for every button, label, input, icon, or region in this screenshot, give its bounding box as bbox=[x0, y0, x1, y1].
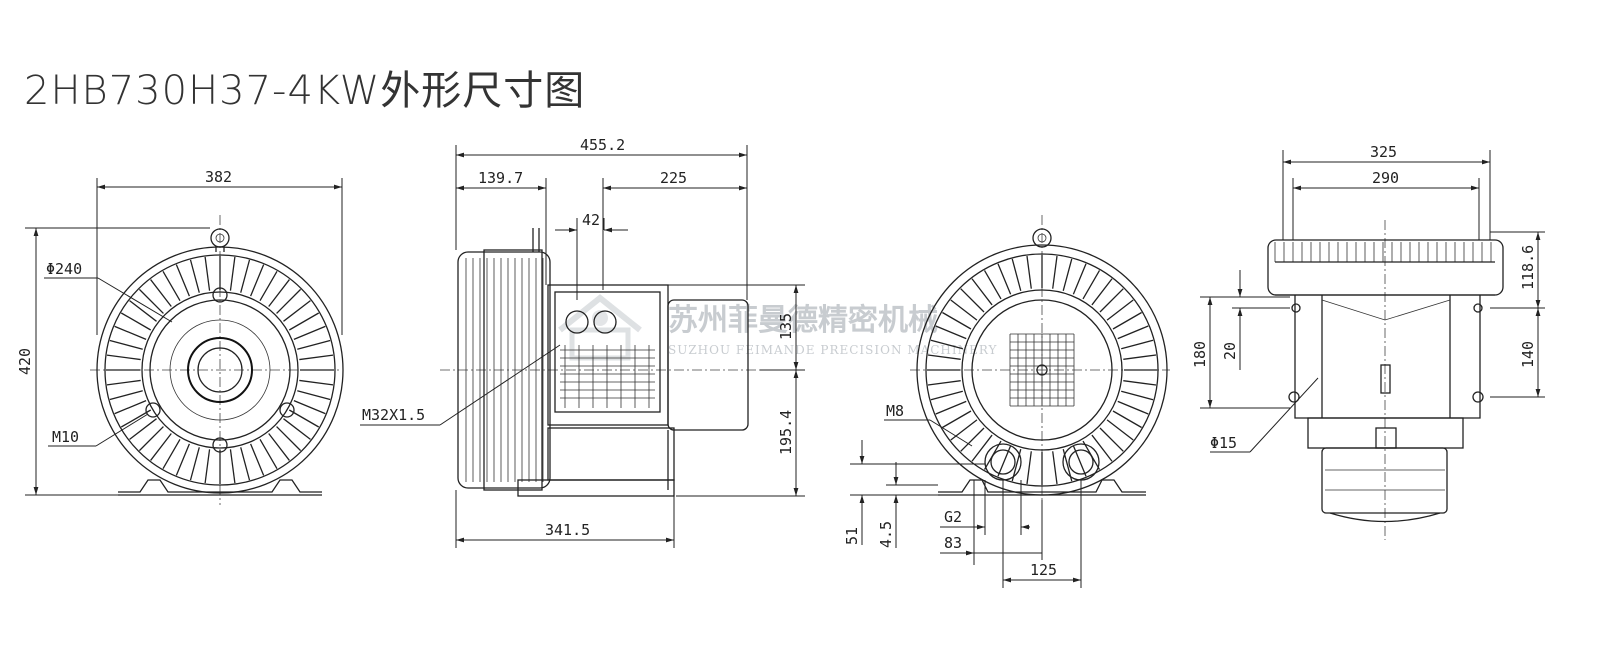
side-right-offset-label: 225 bbox=[660, 169, 687, 187]
front-bolt-label: M10 bbox=[52, 428, 79, 446]
side-overall-length-label: 455.2 bbox=[580, 136, 625, 154]
side-view: 455.2 139.7 225 42 135 195.4 341.5 M32X1… bbox=[360, 136, 805, 548]
rear-foot-offset-label: 4.5 bbox=[877, 521, 895, 548]
front-height-label: 420 bbox=[16, 348, 34, 375]
side-fins bbox=[465, 258, 544, 482]
side-gap-label: 42 bbox=[582, 211, 600, 229]
side-lower-height-label: 195.4 bbox=[777, 410, 795, 455]
top-overall-width-label: 325 bbox=[1370, 143, 1397, 161]
top-height-left-label: 180 bbox=[1191, 341, 1209, 368]
drawing-title: 2HB730H37-4KW外形尺寸图 bbox=[24, 68, 586, 114]
top-hole-diameter-label: Φ15 bbox=[1210, 434, 1237, 452]
front-fins bbox=[106, 256, 334, 484]
front-view: 382 420 Φ240 M10 bbox=[16, 168, 344, 505]
top-height-lower-label: 140 bbox=[1519, 341, 1537, 368]
top-small-height-label: 20 bbox=[1221, 342, 1239, 360]
watermark-company-en: SUZHOU FEIMANDE PRECISION MACHINERY bbox=[668, 343, 998, 357]
side-upper-height-label: 135 bbox=[777, 313, 795, 340]
top-inner-width-label: 290 bbox=[1372, 169, 1399, 187]
side-base-length-label: 341.5 bbox=[545, 521, 590, 539]
top-view: 325 290 180 20 118.6 140 Φ15 bbox=[1191, 143, 1545, 540]
terminal-box bbox=[560, 345, 655, 408]
top-fins bbox=[1274, 242, 1492, 262]
watermark-logo-icon bbox=[558, 294, 642, 361]
fan-cover-grid bbox=[1009, 333, 1075, 407]
rear-fins bbox=[927, 255, 1157, 485]
rear-bolt-label: M8 bbox=[886, 402, 904, 420]
rear-view: M8 51 4.5 G2 83 125 bbox=[843, 215, 1170, 588]
side-cable-gland-label: M32X1.5 bbox=[362, 406, 425, 424]
watermark-company-cn: 苏州菲曼德精密机械 bbox=[668, 303, 938, 338]
rear-port-distance-label: 83 bbox=[944, 534, 962, 552]
front-diameter-label: Φ240 bbox=[46, 260, 82, 278]
side-left-offset-label: 139.7 bbox=[478, 169, 523, 187]
rear-foot-height-label: 51 bbox=[843, 527, 861, 545]
top-height-upper-label: 118.6 bbox=[1519, 245, 1537, 290]
rear-port-thread-label: G2 bbox=[944, 508, 962, 526]
rear-port-spacing-label: 125 bbox=[1030, 561, 1057, 579]
front-width-label: 382 bbox=[205, 168, 232, 186]
